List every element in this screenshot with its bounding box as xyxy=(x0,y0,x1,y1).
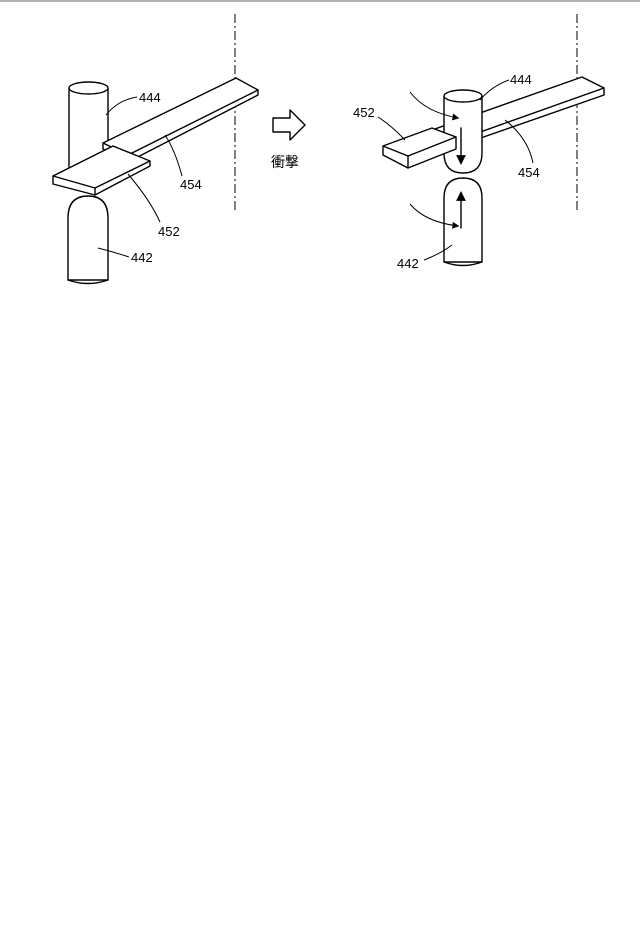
hollow-right-arrow-icon xyxy=(273,110,305,140)
label-right-442: 442 xyxy=(397,256,419,271)
left-lower-electrode xyxy=(68,196,108,284)
label-right-454: 454 xyxy=(518,165,540,180)
right-upper-electrode xyxy=(444,90,482,173)
left-leader-444 xyxy=(106,97,137,115)
process-step: 衝撃 xyxy=(271,110,305,171)
label-left-444: 444 xyxy=(139,90,161,105)
left-figure: 444 454 452 442 xyxy=(53,14,258,284)
left-leader-452 xyxy=(128,174,160,222)
label-right-444: 444 xyxy=(510,72,532,87)
label-left-454: 454 xyxy=(180,177,202,192)
right-leader-452 xyxy=(378,117,405,140)
label-left-442: 442 xyxy=(131,250,153,265)
right-figure: 452 444 454 442 xyxy=(353,14,604,271)
label-right-452: 452 xyxy=(353,105,375,120)
process-label: 衝撃 xyxy=(271,155,299,171)
label-left-452: 452 xyxy=(158,224,180,239)
right-leader-444 xyxy=(480,80,509,100)
right-lower-electrode xyxy=(444,178,482,266)
